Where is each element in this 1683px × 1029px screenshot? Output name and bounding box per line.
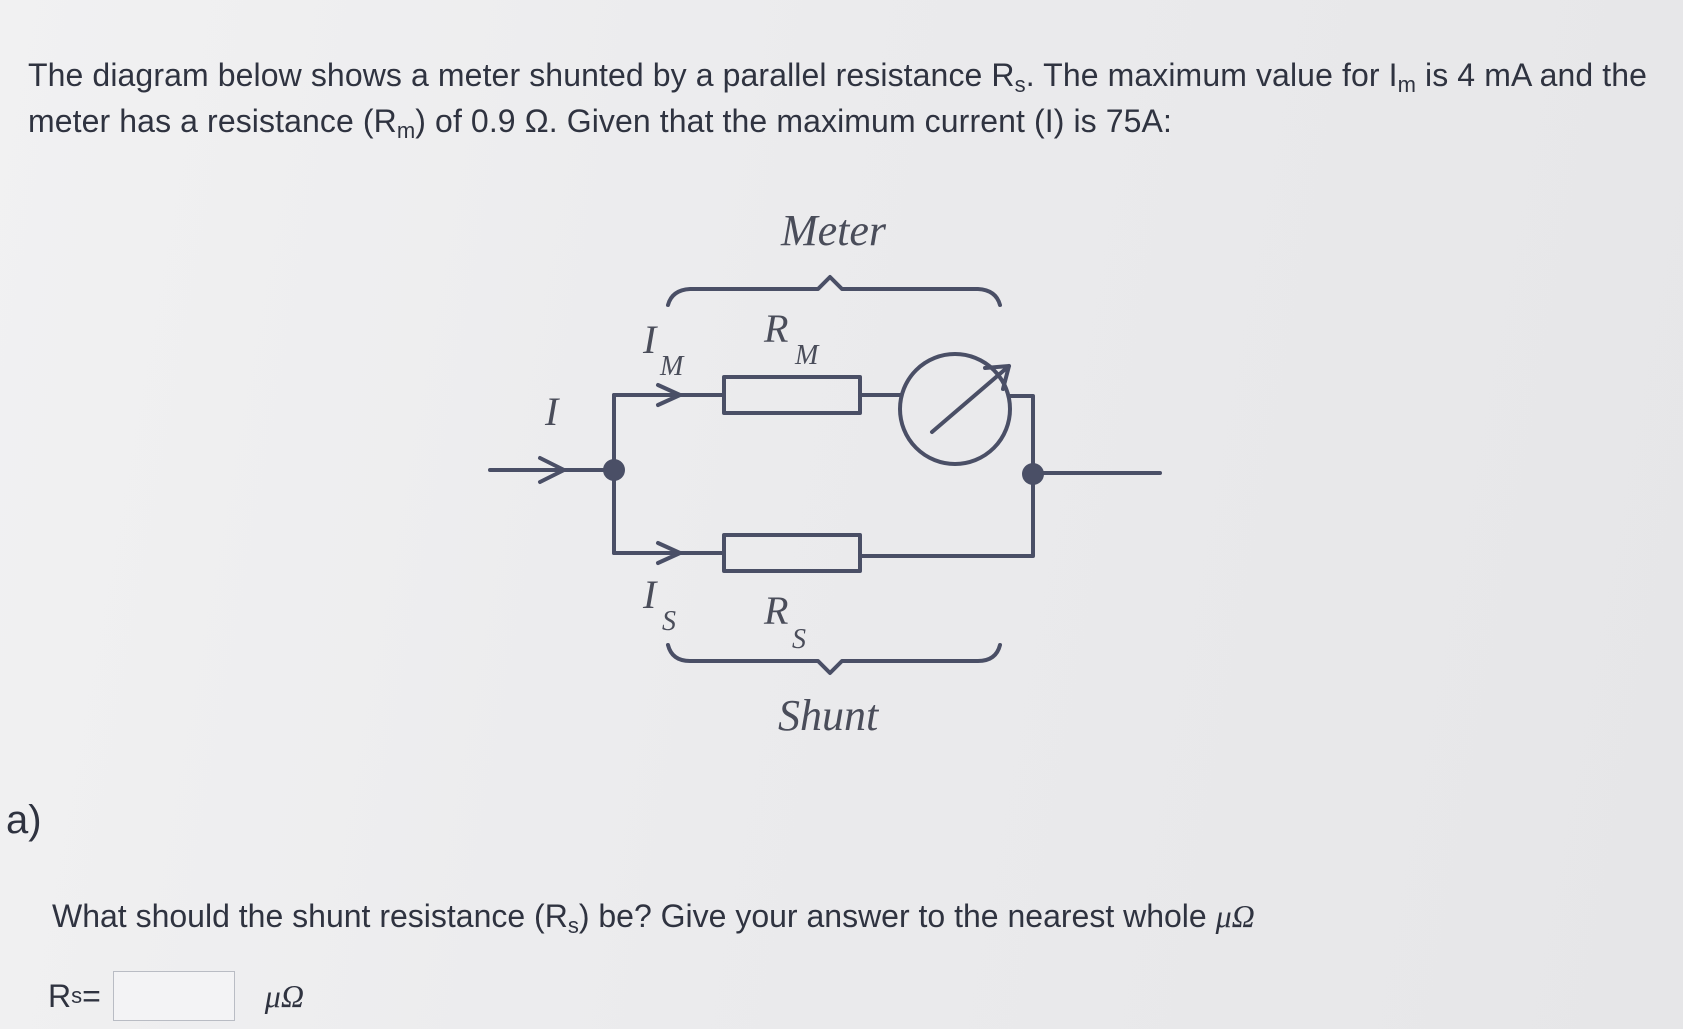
prompt-text: What should the shunt resistance (R xyxy=(52,898,568,934)
part-a-prompt: What should the shunt resistance (Rs) be… xyxy=(52,898,1255,938)
question-text: The diagram below shows a meter shunted … xyxy=(28,52,1648,144)
part-a-label: a) xyxy=(6,798,42,842)
meter-brace xyxy=(666,275,1002,307)
input-arrow xyxy=(538,456,566,484)
subscript: m xyxy=(1397,72,1417,97)
right-junction-node xyxy=(1022,463,1044,485)
prompt-text: ) be? Give your answer to the nearest wh… xyxy=(578,898,1216,934)
shunt-resistance-input[interactable] xyxy=(112,971,235,1021)
meter-label: Meter xyxy=(780,206,887,255)
shunt-current-arrow xyxy=(656,541,682,565)
shunt-resistor-subscript: S xyxy=(792,624,806,655)
question-text-part: The diagram below shows a meter shunted … xyxy=(28,57,1015,93)
meter-to-node-wire xyxy=(1008,394,1035,477)
meter-current-label: I xyxy=(642,317,658,362)
answer-unit: μΩ xyxy=(264,977,304,1014)
meter-needle-arrowhead xyxy=(983,364,1011,391)
question-text-part: ) of 0.9 Ω. Given that the maximum curre… xyxy=(415,103,1172,139)
meter-resistor-label: R xyxy=(763,306,788,351)
subscript: s xyxy=(1014,72,1026,97)
shunt-label: Shunt xyxy=(778,691,880,740)
shunt-brace xyxy=(666,643,1002,675)
subscript: m xyxy=(396,118,416,143)
left-junction-node xyxy=(603,459,625,481)
question-text-part: . The maximum value for I xyxy=(1025,57,1398,93)
question-text-part: is 4 mA and the meter has a resistance (… xyxy=(28,57,1648,139)
meter-resistor-subscript: M xyxy=(794,340,820,371)
shunt-resistor xyxy=(722,533,862,573)
prompt-unit: μΩ xyxy=(1215,898,1255,934)
meter-dial xyxy=(898,352,1012,466)
shunt-current-subscript: S xyxy=(662,606,676,637)
equals-sign: = xyxy=(82,977,101,1014)
meter-needle xyxy=(930,364,1011,434)
shunt-resistor-label: R xyxy=(763,588,788,633)
subscript: s xyxy=(567,913,579,938)
answer-label: R xyxy=(48,977,72,1014)
meter-resistor xyxy=(722,375,862,415)
shunt-current-label: I xyxy=(642,572,658,617)
shunt-return-wire xyxy=(858,473,1035,558)
meter-current-arrow xyxy=(656,383,682,407)
current-label: I xyxy=(544,389,560,434)
meter-current-subscript: M xyxy=(659,351,685,382)
